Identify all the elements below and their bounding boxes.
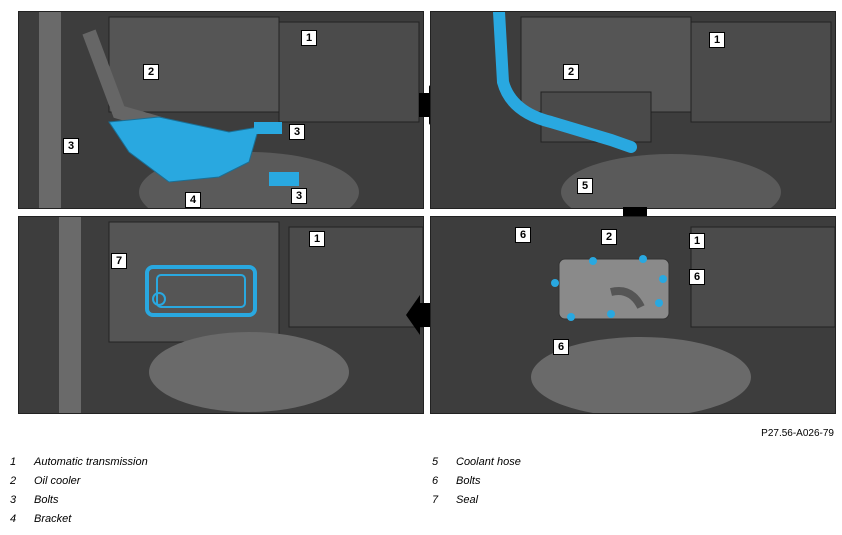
- callout-4: 4: [185, 192, 201, 208]
- callout-1: 1: [689, 233, 705, 249]
- callout-3: 3: [289, 124, 305, 140]
- callout-2: 2: [601, 229, 617, 245]
- callout-1: 1: [709, 32, 725, 48]
- callout-5: 5: [577, 178, 593, 194]
- callout-6: 6: [689, 269, 705, 285]
- callout-1: 1: [309, 231, 325, 247]
- figure-reference: P27.56-A026-79: [761, 428, 834, 439]
- callout-3: 3: [291, 188, 307, 204]
- callout-6: 6: [553, 339, 569, 355]
- engine-illustration: [19, 12, 423, 208]
- callout-3: 3: [63, 138, 79, 154]
- panel-remove-oil-cooler: 1 2 6 6 6: [430, 216, 836, 414]
- callout-1: 1: [301, 30, 317, 46]
- callout-7: 7: [111, 253, 127, 269]
- engine-illustration: [431, 217, 835, 413]
- panel-remove-seal: 1 7: [18, 216, 424, 414]
- callout-2: 2: [143, 64, 159, 80]
- callout-2: 2: [563, 64, 579, 80]
- panel-remove-coolant-hose: 1 2 5: [430, 11, 836, 209]
- engine-illustration: [19, 217, 423, 413]
- panel-remove-bracket: 1 2 3 3 3 4: [18, 11, 424, 209]
- callout-6: 6: [515, 227, 531, 243]
- engine-illustration: [431, 12, 835, 208]
- arrow-left-icon: [406, 295, 430, 335]
